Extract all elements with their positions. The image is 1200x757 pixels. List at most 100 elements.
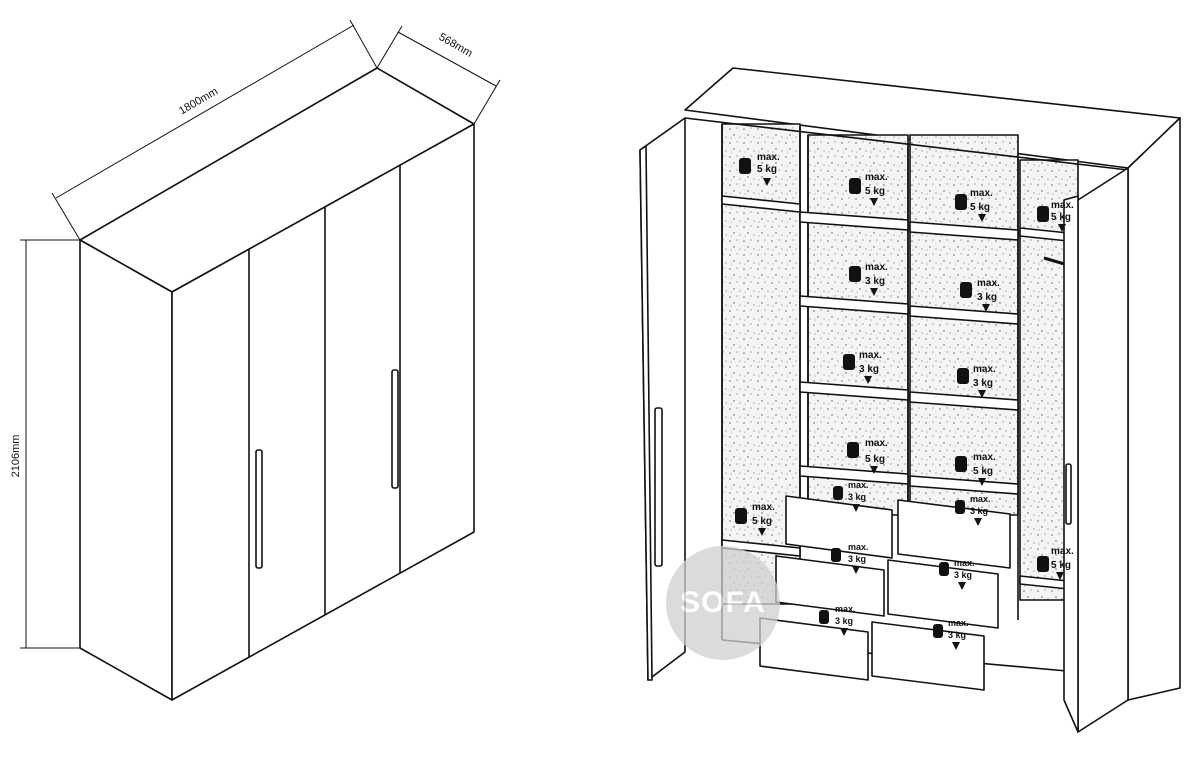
weight-icon [960,282,972,298]
down-arrow-icon [763,178,771,186]
load-value: 5 kg [757,164,777,175]
shelf-m1-3 [799,381,909,401]
down-arrow-icon [870,466,878,474]
load-max: max. [859,350,882,361]
weight-icon [955,456,967,472]
width-label: 1800mm [177,86,220,118]
closed-wardrobe [79,67,475,701]
load-value: 5 kg [865,454,885,465]
load-value: 5 kg [752,516,772,527]
load-max: max. [865,262,888,273]
load-value: 3 kg [973,378,993,389]
weight-icon [1037,556,1049,572]
weight-icon [849,178,861,194]
drawer-2 [897,499,1011,569]
weight-icon [843,354,855,370]
load-max: max. [970,494,991,504]
load-max: max. [848,542,869,552]
down-arrow-icon [840,628,848,636]
load-labels: max. 5 kg max. 5 kg max. 5 kg max. 5 kg … [752,152,1074,640]
down-arrow-icon [1058,224,1066,232]
drawer-3 [775,555,885,617]
weight-icon [957,368,969,384]
load-max: max. [970,188,993,199]
right-door [1077,167,1129,733]
load-value: 3 kg [865,276,885,287]
load-value: 5 kg [865,186,885,197]
down-arrow-icon [978,214,986,222]
weight-icon [849,266,861,282]
right-door-hinge [1065,463,1072,525]
dimension-lines [20,19,501,649]
load-max: max. [977,278,1000,289]
load-max: max. [973,364,996,375]
weight-icon [847,442,859,458]
load-value: 5 kg [1051,560,1071,571]
load-max: max. [835,604,856,614]
handle-left [255,449,263,569]
load-max: max. [973,452,996,463]
load-value: 3 kg [954,570,972,580]
left-door-edge [639,145,653,681]
shelf-m2-1 [909,221,1019,241]
load-value: 3 kg [970,506,988,516]
load-value: 3 kg [948,630,966,640]
down-arrow-icon [952,642,960,650]
down-arrow-icon [870,198,878,206]
down-arrow-icon [974,518,982,526]
load-value: 3 kg [859,364,879,375]
depth-label: 568mm [437,31,475,60]
load-markers [735,158,1049,638]
weight-icon [833,486,843,500]
weight-icon [1037,206,1049,222]
load-max: max. [865,438,888,449]
load-max: max. [954,558,975,568]
down-arrow-icon [852,504,860,512]
height-label: 2106mm [10,435,22,478]
down-arrow-icon [758,528,766,536]
wardrobe-side [79,239,173,701]
wardrobe-front [171,123,475,701]
load-value: 5 kg [973,466,993,477]
shelf-left-bottom [721,539,801,557]
down-arrow-icon [870,288,878,296]
drawer-6 [871,621,985,691]
load-max: max. [865,172,888,183]
down-arrow-icon [852,566,860,574]
drawer-4 [887,559,999,629]
load-value: 3 kg [835,616,853,626]
load-arrows [758,178,1066,650]
load-value: 5 kg [970,202,990,213]
weight-icon [933,624,943,638]
down-arrow-icon [864,376,872,384]
weight-icon [819,610,829,624]
load-max: max. [848,480,869,490]
weight-icon [939,562,949,576]
shelf-m1-2 [799,295,909,315]
open-wardrobe [639,67,1181,733]
watermark-text: SOFA [680,586,766,619]
watermark-logo: SOFA [666,546,780,660]
load-value: 3 kg [848,492,866,502]
load-max: max. [1051,546,1074,557]
drawer-5 [759,617,869,681]
down-arrow-icon [978,478,986,486]
down-arrow-icon [982,304,990,312]
down-arrow-icon [1056,572,1064,580]
handle-right [391,369,399,489]
load-max: max. [948,618,969,628]
down-arrow-icon [978,390,986,398]
load-value: 3 kg [977,292,997,303]
shelf-m1-1 [799,211,909,231]
weight-icon [735,508,747,524]
weight-icon [955,500,965,514]
load-value: 5 kg [1051,212,1071,223]
shelf-m1-4 [799,465,909,485]
load-max: max. [1051,200,1074,211]
load-value: 3 kg [848,554,866,564]
load-max: max. [752,502,775,513]
open-right-side [1127,117,1181,701]
left-door-handle [654,407,663,567]
